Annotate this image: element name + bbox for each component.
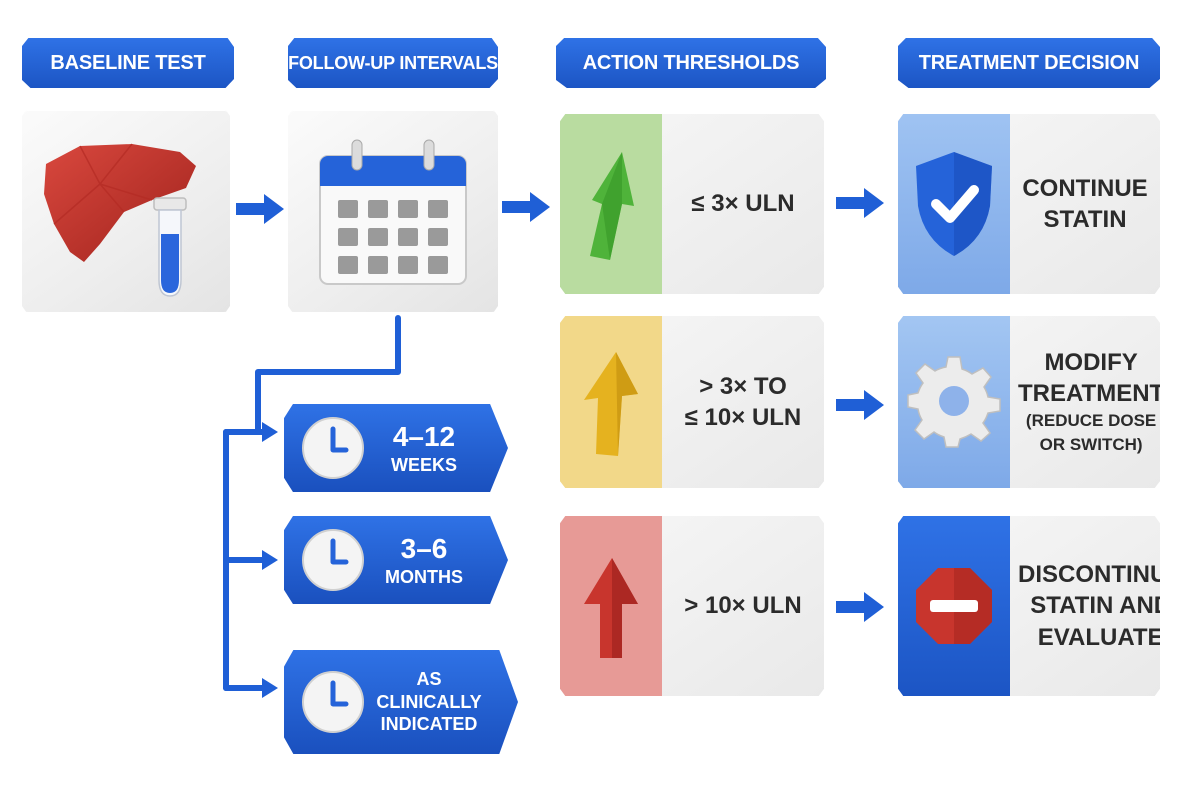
test-tube-icon [153, 197, 187, 297]
baseline-test-panel [22, 110, 230, 312]
calendar-icon [319, 139, 467, 285]
header-baseline-test: BASELINE TEST [22, 38, 234, 88]
clock-icon [302, 417, 364, 479]
flow-arrow-1 [236, 194, 284, 224]
header-action-thresholds: ACTION THRESHOLDS [556, 38, 826, 88]
decision-discontinue-label: DISCONTINUE STATIN AND EVALUATE [1018, 561, 1160, 651]
liver-icon [44, 143, 196, 262]
red-arrow-up-icon [584, 558, 638, 658]
shield-check-icon [916, 152, 992, 256]
follow-up-panel [288, 110, 498, 312]
decision-continue-strip [898, 114, 1010, 294]
decision-modify-label: MODIFY TREATMENT (REDUCE DOSE OR SWITCH) [1018, 349, 1160, 455]
threshold-high-strip [560, 516, 662, 696]
header-follow-up-intervals: FOLLOW-UP INTERVALS [288, 38, 498, 88]
threshold-card-low: ≤ 3× ULN [560, 114, 824, 294]
threshold-mid-label: > 3× to≤ 10× ULN [684, 372, 802, 431]
threshold-high-label: > 10× ULN [684, 592, 802, 620]
gear-icon [907, 356, 1001, 448]
green-arrow-up-icon [590, 152, 634, 260]
threshold-card-high: > 10× ULN [560, 516, 824, 696]
interval-pill-months: 3–6 MONTHS [284, 516, 508, 604]
yellow-arrow-up-icon [584, 352, 638, 456]
interval-pill-clinical: AS CLINICALLY INDICATED [284, 650, 518, 754]
clock-icon [302, 529, 364, 591]
decision-card-modify: MODIFY TREATMENT (REDUCE DOSE OR SWITCH) [898, 316, 1160, 488]
flow-arrow-3 [836, 188, 884, 218]
decision-discontinue-strip [898, 516, 1010, 696]
flow-arrow-2 [502, 192, 550, 222]
threshold-low-label: ≤ 3× ULN [691, 190, 795, 218]
threshold-mid-strip [560, 316, 662, 488]
decision-modify-strip [898, 316, 1010, 488]
clock-icon [302, 671, 364, 733]
flow-arrow-4 [836, 390, 884, 420]
interval-weeks-label: 4–12 WEEKS [390, 421, 457, 476]
stop-icon [916, 568, 992, 644]
threshold-low-strip [560, 114, 662, 294]
decision-card-discontinue: DISCONTINUE STATIN AND EVALUATE [898, 516, 1160, 696]
interval-months-label: 3–6 MONTHS [385, 533, 463, 588]
interval-clinical-label: AS CLINICALLY INDICATED [376, 669, 482, 735]
threshold-card-mid: > 3× to≤ 10× ULN [560, 316, 824, 488]
header-treatment-decision: TREATMENT DECISION [898, 38, 1160, 88]
interval-pill-weeks: 4–12 WEEKS [284, 404, 508, 492]
flow-arrow-5 [836, 592, 884, 622]
